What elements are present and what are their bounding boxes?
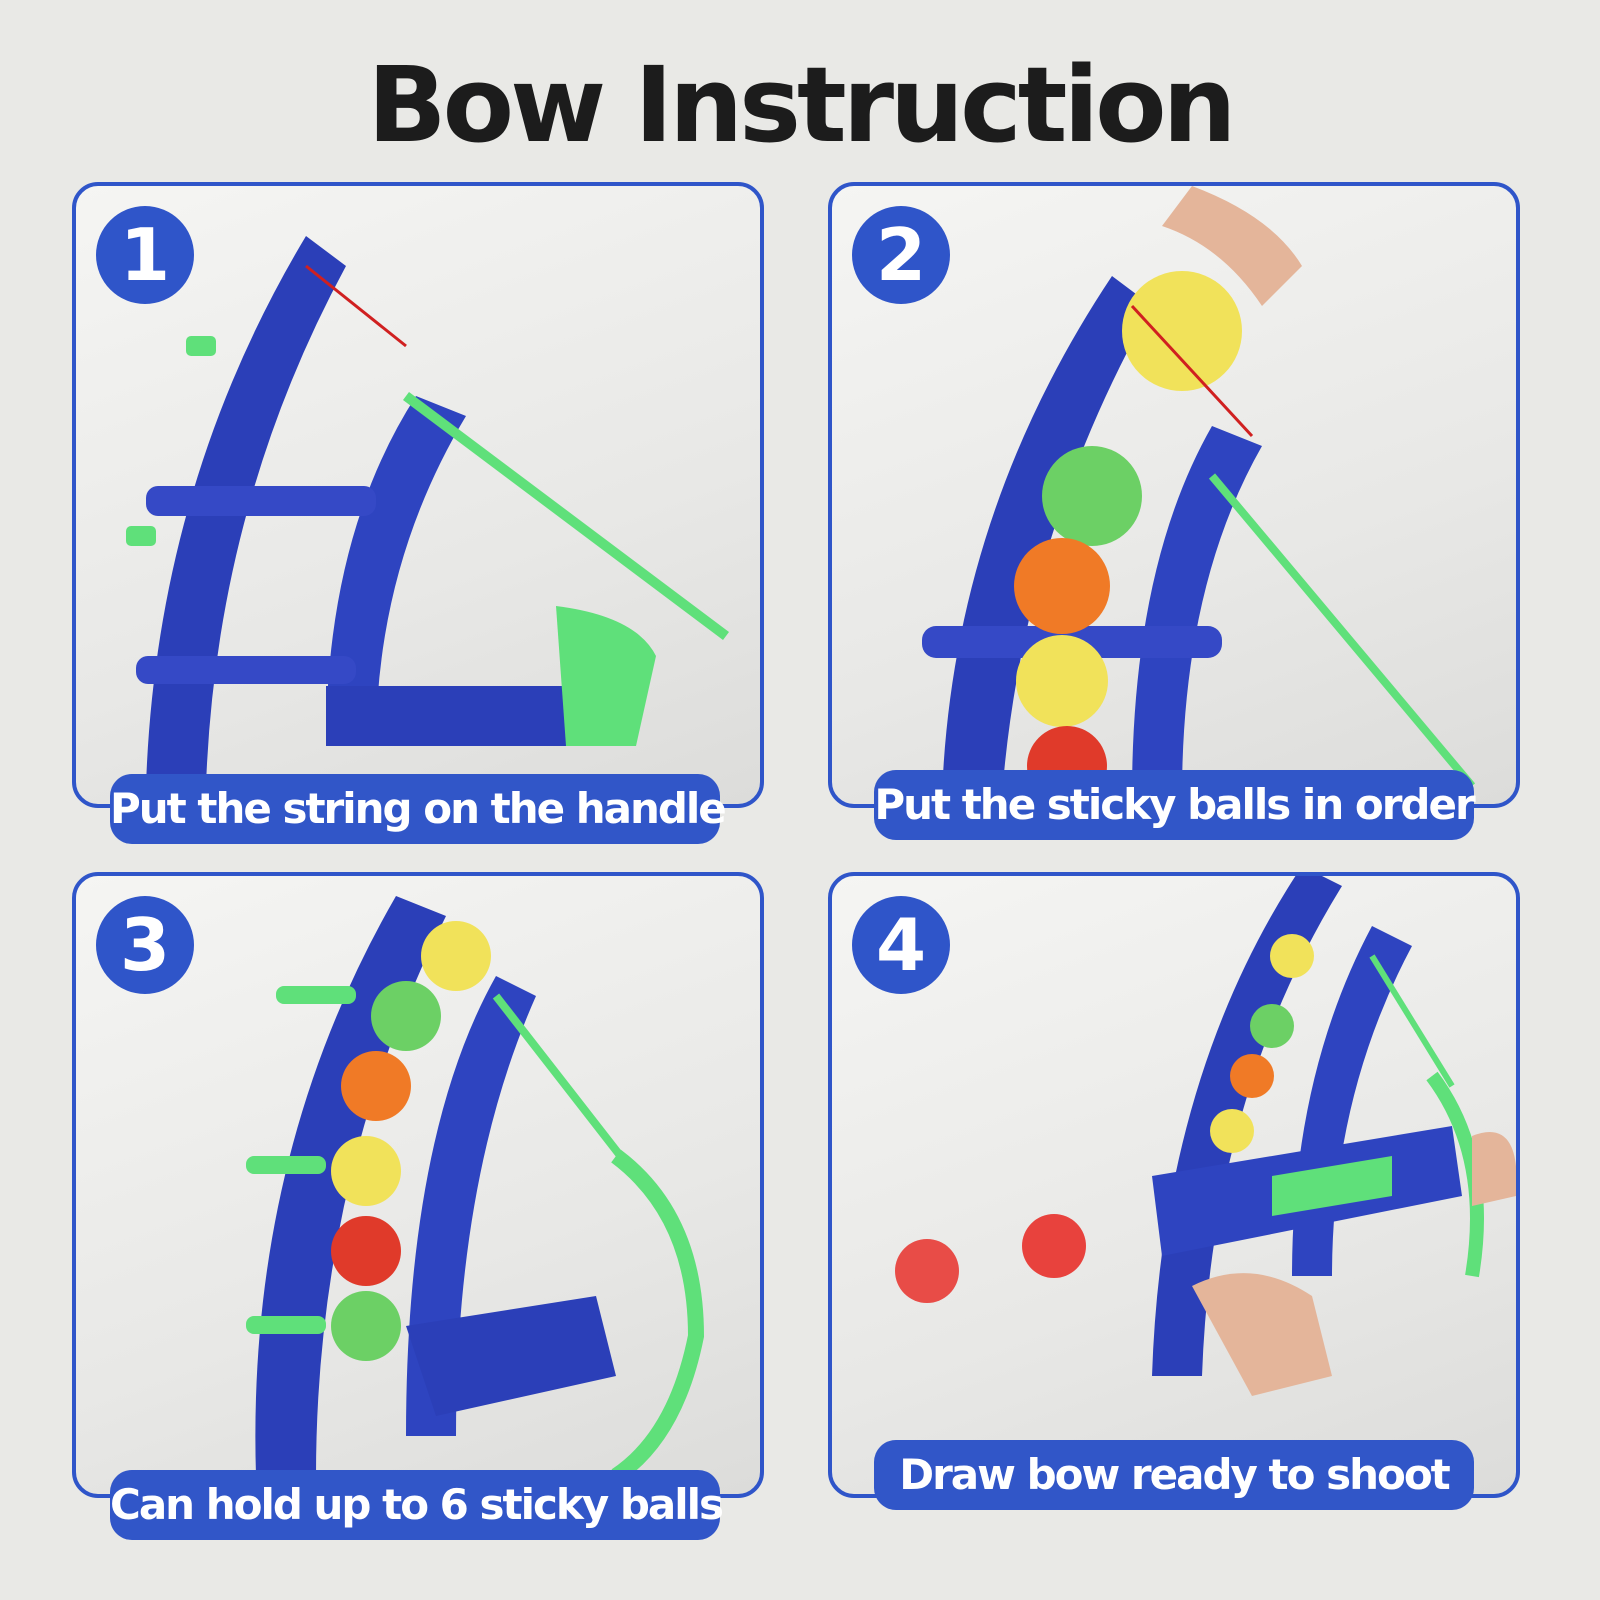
step-caption: Draw bow ready to shoot <box>874 1440 1474 1510</box>
step-number-badge: 4 <box>852 896 950 994</box>
step-1-panel: 1 Put the string on the handle <box>72 182 764 844</box>
step-2-panel: 2 Put the sticky balls in order <box>828 182 1520 840</box>
bow-string-handle-illustration <box>126 236 729 786</box>
bow-loaded-balls-illustration <box>246 896 705 1483</box>
step-caption: Can hold up to 6 sticky balls <box>110 1470 724 1540</box>
step-3-panel: 3 Can hold up to 6 sticky balls <box>72 872 764 1540</box>
page-title: Bow Instruction <box>367 44 1236 166</box>
bow-drawn-shooting-illustration <box>895 876 1516 1396</box>
step-number-badge: 1 <box>96 206 194 304</box>
step-caption: Put the sticky balls in order <box>874 770 1476 840</box>
step-number-badge: 2 <box>852 206 950 304</box>
step-caption: Put the string on the handle <box>110 774 727 844</box>
step-number-badge: 3 <box>96 896 194 994</box>
step-4-panel: 4 Draw bow ready to shoot <box>828 872 1520 1510</box>
